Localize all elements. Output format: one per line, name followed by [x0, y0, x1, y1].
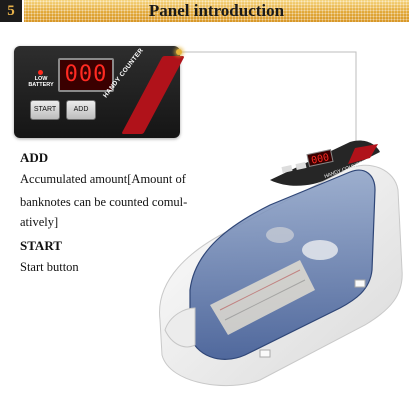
roller-icon [302, 240, 338, 260]
machine-red-strip [348, 144, 378, 164]
add-description-line: Accumulated amount[Amount of [20, 172, 186, 186]
add-button[interactable]: ADD [66, 100, 96, 120]
roller-icon [266, 227, 294, 243]
add-description-line: atively] [20, 215, 59, 229]
section-title-bar: Panel introduction [24, 0, 409, 22]
output-tray [164, 307, 196, 348]
callout-dot-panel [176, 49, 182, 55]
machine-button-icon [281, 165, 293, 173]
panel-display: 000 [58, 58, 114, 92]
banknote-counter-illustration: 000 HANDY COUNTER [159, 140, 403, 387]
banknote-stack [210, 260, 315, 335]
section-title: Panel introduction [148, 1, 285, 20]
panel-display-value: 000 [64, 62, 108, 87]
low-battery-label: LOW BATTERY [28, 76, 54, 88]
start-title: START [20, 238, 62, 253]
section-number: 5 [0, 0, 22, 22]
add-title: ADD [20, 150, 49, 165]
machine-display-value: 000 [310, 152, 330, 167]
low-battery-led-icon [38, 70, 43, 75]
hinge-icon [354, 279, 366, 288]
machine-display [306, 149, 334, 167]
start-description: Start button [20, 260, 79, 274]
section-header: 5 Panel introduction [0, 0, 409, 22]
hinge-icon [259, 349, 271, 358]
add-description-line: banknotes can be counted comul- [20, 195, 188, 209]
start-button[interactable]: START [30, 100, 60, 120]
machine-button-icon [295, 162, 307, 170]
